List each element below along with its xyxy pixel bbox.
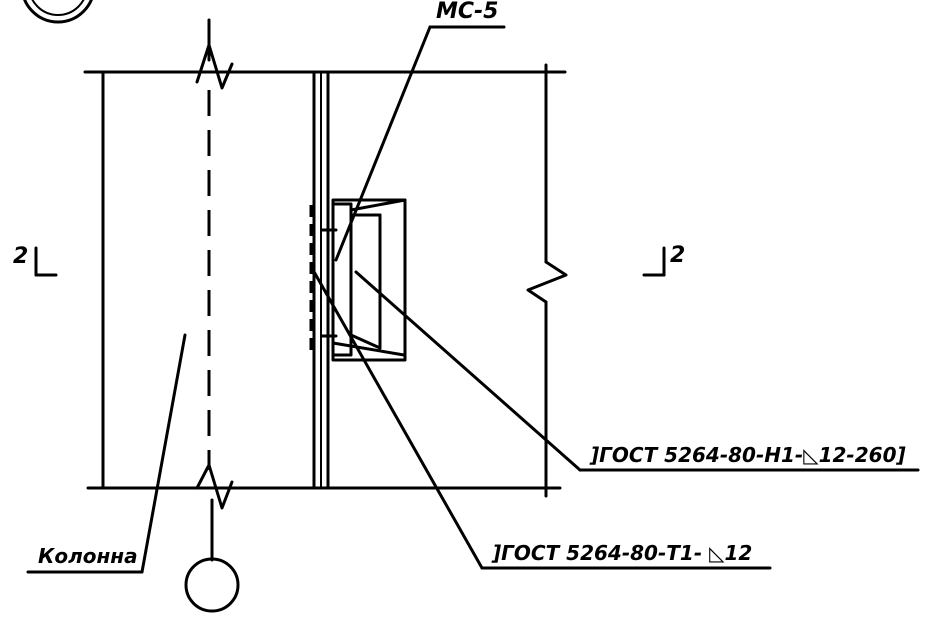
- leader-weld-bottom: ]ГОСТ 5264-80-Т1- ◺12: [311, 268, 772, 570]
- break-mark-top: [195, 43, 234, 90]
- weld-spec-top: ]ГОСТ 5264-80-Н1-◺12-260]: [589, 443, 906, 467]
- grid-axis-bubble-top: [23, 0, 93, 24]
- column-outline: [83, 70, 567, 490]
- section-mark-right: 2: [642, 243, 685, 277]
- grid-axis-bubble-bottom: [184, 557, 240, 613]
- part-mark-label: МС-5: [436, 0, 498, 24]
- section-mark-left: 2: [13, 244, 58, 277]
- right-break-line: [526, 63, 568, 498]
- break-mark-bottom: [195, 463, 234, 510]
- leader-mc5: МС-5: [334, 0, 506, 262]
- column-axis: [184, 18, 240, 613]
- plate-outer-frame: [331, 198, 407, 362]
- embedded-plate-mc5: [309, 198, 407, 362]
- weld-spec-bottom: ]ГОСТ 5264-80-Т1- ◺12: [491, 541, 752, 565]
- section-label-left: 2: [13, 244, 28, 269]
- column-label: Колонна: [38, 544, 138, 568]
- leader-column: Колонна: [26, 333, 187, 574]
- section-label-right: 2: [670, 243, 685, 268]
- leader-weld-top: ]ГОСТ 5264-80-Н1-◺12-260]: [354, 270, 920, 472]
